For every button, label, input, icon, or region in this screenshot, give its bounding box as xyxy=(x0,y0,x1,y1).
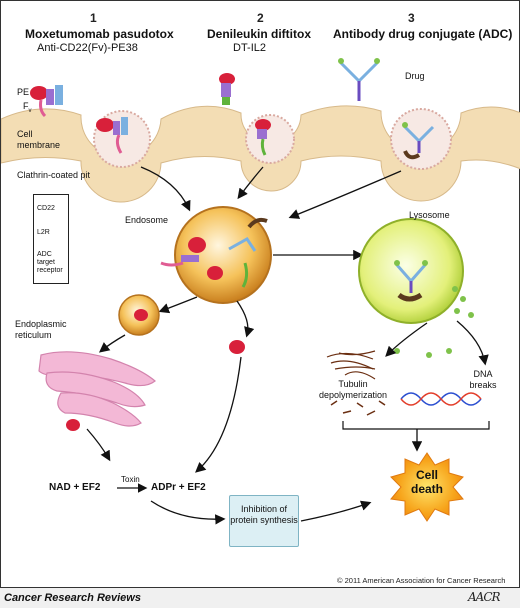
header-2-number: 2 xyxy=(257,11,264,25)
label-toxin: Toxin xyxy=(121,475,140,484)
header-2-subtitle: DT-IL2 xyxy=(233,42,267,54)
label-fv-text: F xyxy=(23,101,29,111)
arrow-pit1-endosome xyxy=(140,166,191,212)
label-tubulin: Tubulin depolymerization xyxy=(318,379,388,400)
pit1-complex xyxy=(96,117,128,154)
header-1-number: 1 xyxy=(90,11,97,25)
arrow-vesicle-er xyxy=(98,334,126,353)
legend-label-l2r: L2R xyxy=(37,229,50,236)
label-fv-sub: v xyxy=(28,107,32,114)
legend-label-cd22: CD22 xyxy=(37,205,55,212)
arrow-pit2-endosome xyxy=(237,166,264,200)
label-adpr-ef2: ADPr + EF2 xyxy=(151,482,206,493)
adc-antibody xyxy=(338,58,380,101)
moxetumomab-molecule xyxy=(30,85,63,118)
label-lysosome: Lysosome xyxy=(409,210,450,220)
dna-helix xyxy=(400,392,482,406)
label-endosome: Endosome xyxy=(125,215,169,225)
lysosome-contents xyxy=(394,260,428,302)
label-dna: DNA breaks xyxy=(469,369,497,390)
cell-death-burst xyxy=(390,452,464,522)
arrow-lysosome-dna xyxy=(456,320,489,366)
arrow-adpr-inhibition xyxy=(150,500,226,525)
denileukin-molecule xyxy=(219,73,235,105)
inhibition-box: Inhibition of protein synthesis xyxy=(229,495,299,547)
arrow-lysosome-tubulin xyxy=(385,322,428,357)
tubulin-fragments xyxy=(330,400,386,416)
arrow-toxin-adpr xyxy=(195,356,242,473)
copyright: © 2011 American Association for Cancer R… xyxy=(337,576,506,585)
header-3-title: Antibody drug conjugate (ADC) xyxy=(333,27,513,41)
header-2-title: Denileukin diftitox xyxy=(207,27,312,41)
label-nad-ef2: NAD + EF2 xyxy=(49,482,101,493)
label-fv: Fv xyxy=(23,101,32,114)
drug-release xyxy=(394,286,474,358)
arrow-er-nad xyxy=(86,428,111,462)
label-pe: PE xyxy=(17,87,30,97)
label-inhibition: Inhibition of protein synthesis xyxy=(230,504,298,525)
endoplasmic-reticulum xyxy=(38,351,156,427)
bracket xyxy=(342,421,490,430)
arrow-endosome-toxin xyxy=(236,300,255,338)
label-cell-membrane: Cell membrane xyxy=(17,129,61,150)
er-toxin xyxy=(66,419,80,431)
arrow-inhibition-death xyxy=(300,500,372,522)
header-3-number: 3 xyxy=(408,11,415,25)
footer-bar xyxy=(0,588,520,608)
journal-name: Cancer Research Reviews xyxy=(4,592,141,604)
tubulin-fibers xyxy=(326,350,376,380)
aacr-logo: AACR xyxy=(468,590,501,604)
endosome-contents xyxy=(160,217,268,288)
legend: CD22 L2R ADC target receptor xyxy=(33,194,69,284)
free-toxin xyxy=(229,340,245,354)
label-clathrin-pit: Clathrin-coated pit xyxy=(17,170,91,180)
label-cell-death: Cell death xyxy=(410,468,443,496)
pit2-complex xyxy=(255,119,271,156)
lysosome xyxy=(358,218,464,324)
arrow-endosome-vesicle xyxy=(158,296,198,314)
label-er: Endoplasmic reticulum xyxy=(15,319,67,340)
pit3-complex xyxy=(402,122,435,160)
label-drug: Drug xyxy=(405,71,425,81)
diagram-canvas xyxy=(1,58,520,525)
header-1-subtitle: Anti-CD22(Fv)-PE38 xyxy=(37,42,138,54)
arrow-pit3-endosome xyxy=(288,170,402,219)
diagram-panel: 1 Moxetumomab pasudotox Anti-CD22(Fv)-PE… xyxy=(0,0,520,588)
header-1-title: Moxetumomab pasudotox xyxy=(25,27,174,41)
vesicle-toxin xyxy=(134,309,148,321)
legend-label-adc-receptor: ADC target receptor xyxy=(37,251,63,274)
